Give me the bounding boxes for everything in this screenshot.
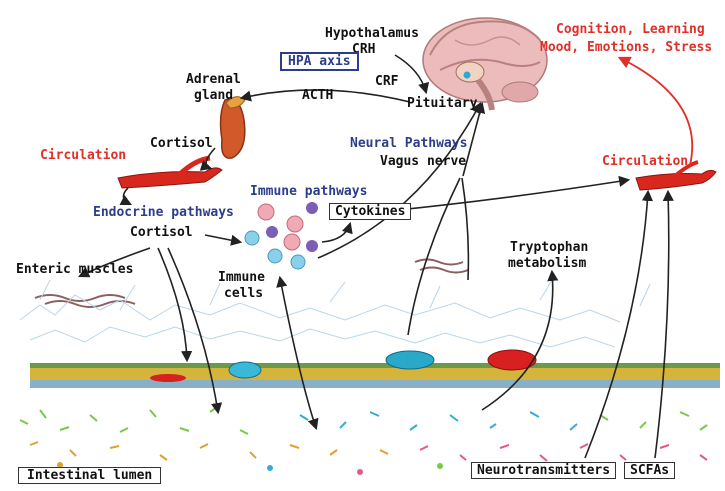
label-cortisol-endocrine: Cortisol xyxy=(130,225,193,240)
arrow-cortisol-wall-2 xyxy=(167,247,223,415)
label-gland: gland xyxy=(194,88,234,103)
arrow-cortisol-wall-1 xyxy=(157,247,193,363)
arrow-immune-lumen xyxy=(276,275,319,431)
arrow-cytokines-circulation xyxy=(377,175,631,213)
label-circulation-left: Circulation xyxy=(40,148,127,163)
gut-microbiota xyxy=(19,406,708,475)
arrow-scfas-circulation xyxy=(654,189,674,459)
arrow-circulation-endocrine xyxy=(119,187,133,206)
label-tryptophan: Tryptophan xyxy=(510,240,589,255)
arrow-vagus-up xyxy=(462,101,486,177)
label-neural-pathways: Neural Pathways xyxy=(350,136,468,151)
pathway-arrows xyxy=(77,54,674,459)
label-crf: CRF xyxy=(375,74,399,89)
arrow-lumen-tryptophan xyxy=(481,269,559,411)
arrow-immune-to-brain xyxy=(317,102,482,259)
label-circulation-right: Circulation xyxy=(602,154,689,169)
label-endocrine-pathways: Endocrine pathways xyxy=(93,205,234,220)
arrow-cortisol-immune xyxy=(204,234,243,246)
arrow-vagus-right xyxy=(461,177,470,281)
label-pituitary: Pituitary xyxy=(407,96,478,111)
immune-cells-cluster xyxy=(244,202,318,270)
adrenal-gland-illustration xyxy=(219,96,246,159)
arrow-vagus-left xyxy=(407,177,461,336)
label-adrenal: Adrenal xyxy=(186,72,241,87)
intestinal-wall xyxy=(30,349,720,388)
cytokines-box: Cytokines xyxy=(329,203,412,220)
label-acth: ACTH xyxy=(302,88,334,103)
label-cognition: Cognition, Learning xyxy=(556,22,705,37)
enteric-muscle-fibers xyxy=(34,258,469,308)
label-vagus-nerve: Vagus nerve xyxy=(380,154,467,169)
label-enteric-muscles: Enteric muscles xyxy=(16,262,134,277)
arrow-neurotransmitters-circulation xyxy=(584,189,654,459)
intestinal-lumen-box: Intestinal lumen xyxy=(18,467,162,484)
label-mood: Mood, Emotions, Stress xyxy=(540,40,713,55)
arrow-cortisol-circulation xyxy=(199,147,216,171)
neurotransmitters-box: Neurotransmitters xyxy=(471,462,617,479)
arrow-cortisol-enteric xyxy=(77,247,151,278)
label-immune: Immune xyxy=(218,270,265,285)
arrow-immune-cytokines xyxy=(321,221,353,243)
brain-illustration xyxy=(422,17,548,111)
vessel-right xyxy=(635,160,717,191)
label-cortisol-adrenal: Cortisol xyxy=(150,136,213,151)
enteric-neuron-network xyxy=(19,279,651,348)
label-cells: cells xyxy=(224,286,264,301)
label-immune-pathways: Immune pathways xyxy=(250,184,368,199)
scfas-box: SCFAs xyxy=(624,462,676,479)
arrow-pituitary-adrenal xyxy=(239,89,411,103)
arrow-circulation-cognition xyxy=(617,56,694,166)
hpa-axis-box: HPA axis xyxy=(280,52,359,71)
arrow-hypothalamus-pituitary xyxy=(394,54,430,95)
label-metabolism: metabolism xyxy=(508,256,587,271)
label-hypothalamus: Hypothalamus xyxy=(325,26,419,41)
